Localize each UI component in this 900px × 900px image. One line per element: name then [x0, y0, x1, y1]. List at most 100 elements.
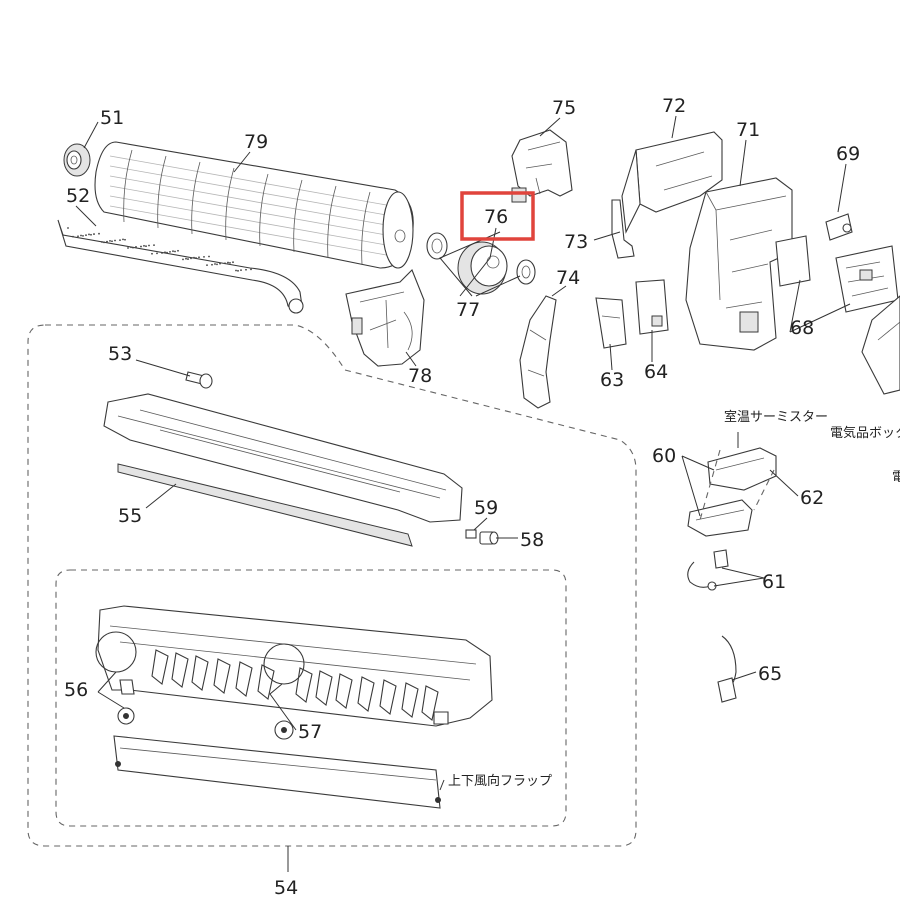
hose-texture-dot	[190, 257, 192, 260]
fan-rib	[157, 155, 167, 229]
part-57-bushing	[263, 643, 305, 740]
callout-78: 78	[408, 365, 432, 387]
callout-54: 54	[274, 877, 298, 899]
hose-texture-dot	[72, 235, 74, 238]
hose-texture-dot	[172, 250, 174, 253]
hose-texture-dot	[114, 239, 116, 242]
label-updown-flap: 上下風向フラップ	[448, 773, 552, 789]
hose-texture-dot	[93, 233, 95, 235]
hose-texture-dot	[101, 241, 103, 243]
hose-texture-dot	[227, 261, 229, 264]
hose-texture-dot	[119, 239, 121, 242]
hose-texture-dot	[235, 269, 237, 272]
hose-texture-dot	[245, 268, 247, 271]
fan-rib	[327, 185, 337, 259]
hose-texture-dot	[132, 246, 134, 249]
callout-71: 71	[736, 119, 760, 141]
part-71-electrical-box	[685, 177, 793, 351]
callout-56: 56	[64, 679, 88, 701]
callout-79: 79	[244, 131, 268, 153]
louver-blade	[315, 670, 333, 706]
part-65-wire	[717, 635, 737, 703]
callout-69: 69	[836, 143, 860, 165]
callout-55: 55	[118, 505, 142, 527]
louver-blade	[421, 685, 439, 721]
part-68-control-board	[775, 235, 899, 313]
callout-labels: 51 52 79 75 72 71 69 76 73 74 77 78 63 6…	[64, 95, 860, 899]
hose-texture-dot	[145, 245, 147, 248]
hose-texture-dot	[109, 239, 111, 242]
part-58-cap	[479, 531, 499, 545]
hose-texture-dot	[169, 251, 171, 253]
callout-75: 75	[552, 97, 576, 119]
hose-texture-dot	[164, 251, 166, 254]
hose-texture-dot	[219, 262, 221, 265]
leader-lines	[75, 115, 851, 872]
hose-texture-dot	[206, 264, 208, 267]
callout-51: 51	[100, 107, 124, 129]
part-52-drain-hose	[57, 219, 304, 314]
part-72-box-cover	[621, 131, 723, 234]
callout-53: 53	[108, 343, 132, 365]
hose-texture-dot	[82, 235, 84, 237]
hose-texture-dot	[208, 255, 210, 258]
louver-blade	[335, 673, 353, 709]
hose-texture-dot	[77, 235, 79, 238]
callout-59: 59	[474, 497, 498, 519]
fan-rib	[191, 161, 201, 235]
hose-texture-dot	[250, 268, 252, 271]
hose-texture-dot	[135, 246, 137, 248]
louver-blade	[191, 655, 209, 691]
callout-61: 61	[762, 571, 786, 593]
callout-73: 73	[564, 231, 588, 253]
part-59-pin	[465, 529, 477, 539]
hose-texture-dot	[130, 246, 132, 249]
group-54-outline	[27, 324, 637, 847]
hose-texture-dot	[195, 257, 197, 259]
louver-blade	[235, 661, 253, 697]
callout-76: 76	[484, 206, 508, 228]
hose-texture-dot	[193, 256, 195, 259]
hose-texture-dot	[211, 263, 213, 266]
part-electrical-box-cover	[861, 295, 900, 395]
group-flap-outline	[55, 569, 567, 827]
hose-texture-dot	[148, 244, 150, 247]
fan-blade-line	[109, 155, 393, 207]
callout-58: 58	[520, 529, 544, 551]
hose-texture-dot	[127, 247, 129, 249]
hose-texture-dot	[67, 227, 69, 229]
fan-blade-line	[109, 165, 393, 217]
part-75-motor-cover	[511, 129, 573, 203]
hose-texture-dot	[85, 234, 87, 237]
hose-texture-dot	[198, 256, 200, 259]
part-78-motor-support	[345, 269, 425, 367]
hose-texture-dot	[237, 269, 239, 272]
louver-blade	[171, 652, 189, 688]
hose-texture-dot	[203, 255, 205, 258]
hose-texture-dot	[103, 241, 105, 244]
hose-texture-dot	[111, 240, 113, 243]
part-63-plate	[595, 297, 627, 349]
hose-texture-dot	[143, 244, 145, 247]
callout-63: 63	[600, 369, 624, 391]
callout-77: 77	[456, 299, 480, 321]
hose-texture-dot	[88, 233, 90, 236]
label-electrical-box: 電気品ボックス	[830, 425, 900, 441]
label-room-thermistor: 室温サーミスター	[724, 409, 828, 425]
hose-texture-dot	[187, 258, 189, 260]
fan-blade-line	[109, 185, 393, 237]
hose-texture-dot	[140, 245, 142, 248]
hose-texture-dot	[185, 257, 187, 260]
hose-texture-dot	[151, 252, 153, 255]
louver-blade	[379, 679, 397, 715]
hose-texture-dot	[156, 252, 158, 255]
callout-60: 60	[652, 445, 676, 467]
hose-texture-dot	[153, 244, 155, 247]
part-77-fan-motor	[426, 232, 536, 295]
hose-texture-dot	[224, 262, 226, 265]
part-61-sensor-lead	[687, 549, 729, 591]
hose-texture-dot	[229, 262, 231, 264]
hose-texture-dot	[98, 232, 100, 235]
part-55-main-frame	[103, 393, 463, 547]
callout-52: 52	[66, 185, 90, 207]
